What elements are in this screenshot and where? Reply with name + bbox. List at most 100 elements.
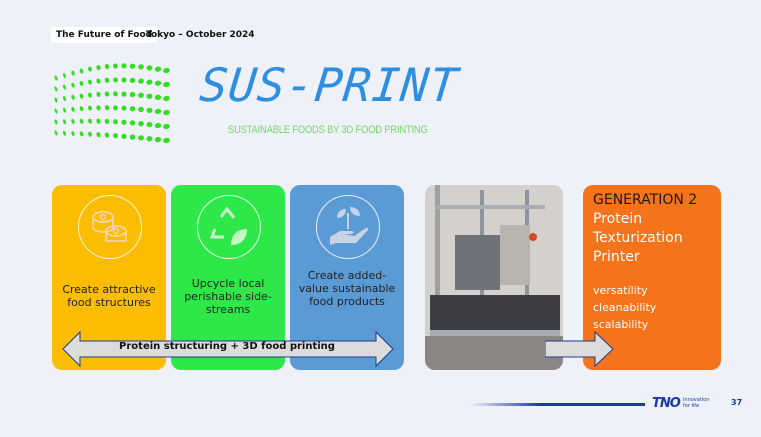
logo-dot	[121, 77, 127, 83]
logo-dot	[121, 119, 127, 125]
logo-dot	[54, 119, 58, 125]
logo-dot	[113, 133, 118, 139]
tagline-line-2: for life	[683, 403, 700, 409]
logo-dot	[71, 106, 75, 112]
logo-dot	[96, 105, 101, 111]
location-date: Tokyo – October 2024	[146, 30, 255, 40]
double-arrow	[62, 330, 394, 368]
logo-dot	[154, 80, 162, 86]
property-scalability: scalability	[593, 318, 649, 331]
property-cleanability: cleanability	[593, 301, 657, 314]
recycle-leaf-icon	[197, 195, 261, 259]
generation-2-card: GENERATION 2 Protein Texturization Print…	[583, 185, 721, 370]
logo-dot	[113, 105, 118, 111]
food-structure-icon	[78, 195, 142, 259]
logo-dot	[79, 68, 84, 74]
logo-dot	[62, 96, 67, 102]
logo-dot	[163, 137, 170, 144]
logo-dot	[71, 118, 75, 124]
logo-dot	[104, 91, 110, 97]
logo-dot	[163, 81, 170, 88]
logo-dot	[154, 122, 162, 129]
logo-dot	[79, 131, 84, 137]
logo-dot	[54, 97, 58, 103]
logo-subtitle: SUSTAINABLE FOODS BY 3D FOOD PRINTING	[228, 124, 428, 136]
logo-dot	[79, 93, 84, 99]
logo-dot	[146, 93, 153, 99]
card-added-value: Create added-value sustainable food prod…	[290, 185, 404, 370]
generation-heading: GENERATION 2	[593, 192, 698, 208]
card-upcycle: Upcycle local perishable side-streams	[171, 185, 285, 370]
logo-dot	[79, 118, 84, 124]
footer-line	[470, 403, 645, 406]
logo-dot	[154, 136, 162, 143]
logo-dot	[96, 65, 101, 71]
logo-dot	[113, 91, 118, 97]
logo-dot	[88, 105, 92, 111]
logo-dot	[71, 131, 75, 137]
logo-dot	[121, 133, 127, 139]
logo-dot	[146, 107, 153, 114]
logo-dot	[154, 66, 162, 72]
logo-dot	[163, 123, 170, 130]
logo-dot	[129, 120, 136, 126]
logo-dot	[71, 82, 75, 88]
logo-dot	[163, 95, 170, 102]
logo-dot	[62, 73, 67, 79]
generation-properties: versatility cleanability scalability	[593, 282, 656, 333]
logo-dot	[121, 63, 127, 69]
logo-dot	[88, 118, 92, 124]
logo-dot	[54, 86, 58, 92]
logo-dot	[79, 106, 84, 112]
logo-dot	[54, 130, 58, 136]
card-text: Create added-value sustainable food prod…	[298, 269, 396, 308]
logo-dot	[104, 105, 110, 111]
logo-dot	[163, 109, 170, 116]
logo-dot	[146, 65, 153, 71]
logo-dot	[62, 84, 67, 90]
logo-dot	[163, 67, 170, 74]
logo-dot	[71, 70, 75, 76]
logo-dot	[121, 105, 127, 111]
card-text: Create attractive food structures	[62, 283, 156, 309]
logo-dot	[54, 75, 58, 81]
card-attractive-structures: Create attractive food structures	[52, 185, 166, 370]
logo-dot	[104, 77, 110, 83]
logo-dot	[146, 136, 153, 142]
logo-dot	[129, 134, 136, 140]
logo-dot	[129, 91, 136, 98]
logo-dot	[113, 77, 118, 83]
logo-dot	[138, 78, 144, 84]
logo-dot	[138, 64, 144, 70]
logo-dot	[62, 119, 67, 125]
logo-dot	[96, 91, 101, 97]
hand-plant-icon	[316, 195, 380, 259]
logo-dot	[96, 118, 101, 124]
logo-dot	[113, 63, 118, 69]
arrow-label: Protein structuring + 3D food printing	[119, 341, 335, 352]
sus-print-logo-dots	[54, 63, 170, 144]
page-number: 37	[731, 398, 743, 407]
logo-dot	[129, 63, 136, 69]
logo-dot	[79, 81, 84, 87]
tagline-line-1: innovation	[683, 397, 710, 403]
logo-dot	[113, 119, 118, 125]
property-versatility: versatility	[593, 284, 648, 297]
logo-dot	[88, 131, 92, 137]
logo-dot	[88, 79, 92, 85]
logo-dot	[96, 132, 101, 138]
logo-dot	[88, 66, 92, 72]
logo-dot	[71, 94, 75, 100]
right-arrow	[545, 331, 614, 367]
logo-dot	[104, 132, 110, 138]
logo-dot	[138, 121, 144, 127]
logo-dot	[154, 108, 162, 115]
logo-dot	[129, 106, 136, 112]
logo-dot	[88, 92, 92, 98]
logo-dot	[138, 106, 144, 113]
logo-dot	[129, 77, 136, 84]
card-text: Upcycle local perishable side-streams	[184, 277, 272, 316]
logo-dot	[154, 94, 162, 100]
logo-dot	[138, 135, 144, 141]
